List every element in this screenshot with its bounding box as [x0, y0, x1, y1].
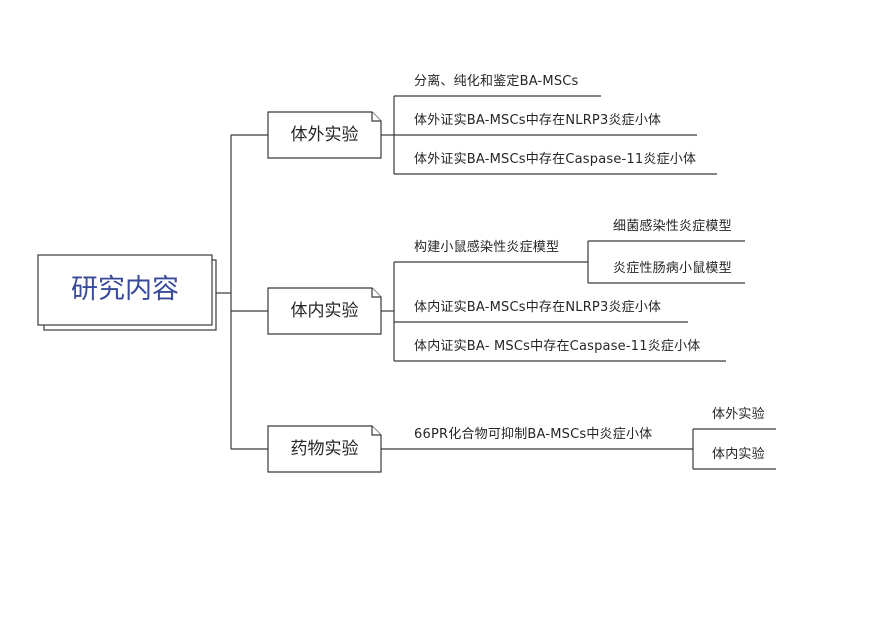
leaf-label-2-1: 构建小鼠感染性炎症模型 [414, 240, 560, 255]
sub-label-3-1-2: 体内实验 [712, 447, 765, 462]
leaf-label-2-2: 体内证实BA-MSCs中存在NLRP3炎症小体 [414, 300, 662, 315]
root-label: 研究内容 [71, 274, 179, 305]
leaf-label-1-3: 体外证实BA-MSCs中存在Caspase-11炎症小体 [414, 152, 697, 167]
branch-box-2 [267, 287, 382, 335]
sub-label-3-1-1: 体外实验 [712, 407, 765, 422]
branch-label-in-vitro: 体外实验 [290, 125, 359, 145]
leaf-label-2-3: 体内证实BA- MSCs中存在Caspase-11炎症小体 [414, 339, 701, 354]
sub-label-2-1-1: 细菌感染性炎症模型 [613, 219, 732, 234]
root-box [37, 254, 213, 326]
branch-box-1 [267, 111, 382, 159]
sub-label-2-1-2: 炎症性肠病小鼠模型 [613, 261, 732, 276]
branch-label-drug: 药物实验 [290, 439, 359, 459]
leaf-label-1-1: 分离、纯化和鉴定BA-MSCs [414, 74, 579, 89]
branch-box-3 [267, 425, 382, 473]
branch-label-in-vivo: 体内实验 [290, 301, 359, 321]
leaf-label-1-2: 体外证实BA-MSCs中存在NLRP3炎症小体 [414, 113, 662, 128]
branch-box-3-fold [371, 426, 381, 436]
branch-box-2-fold [371, 288, 381, 298]
branch-box-1-fold [371, 112, 381, 122]
leaf-label-3-1: 66PR化合物可抑制BA-MSCs中炎症小体 [414, 427, 653, 442]
